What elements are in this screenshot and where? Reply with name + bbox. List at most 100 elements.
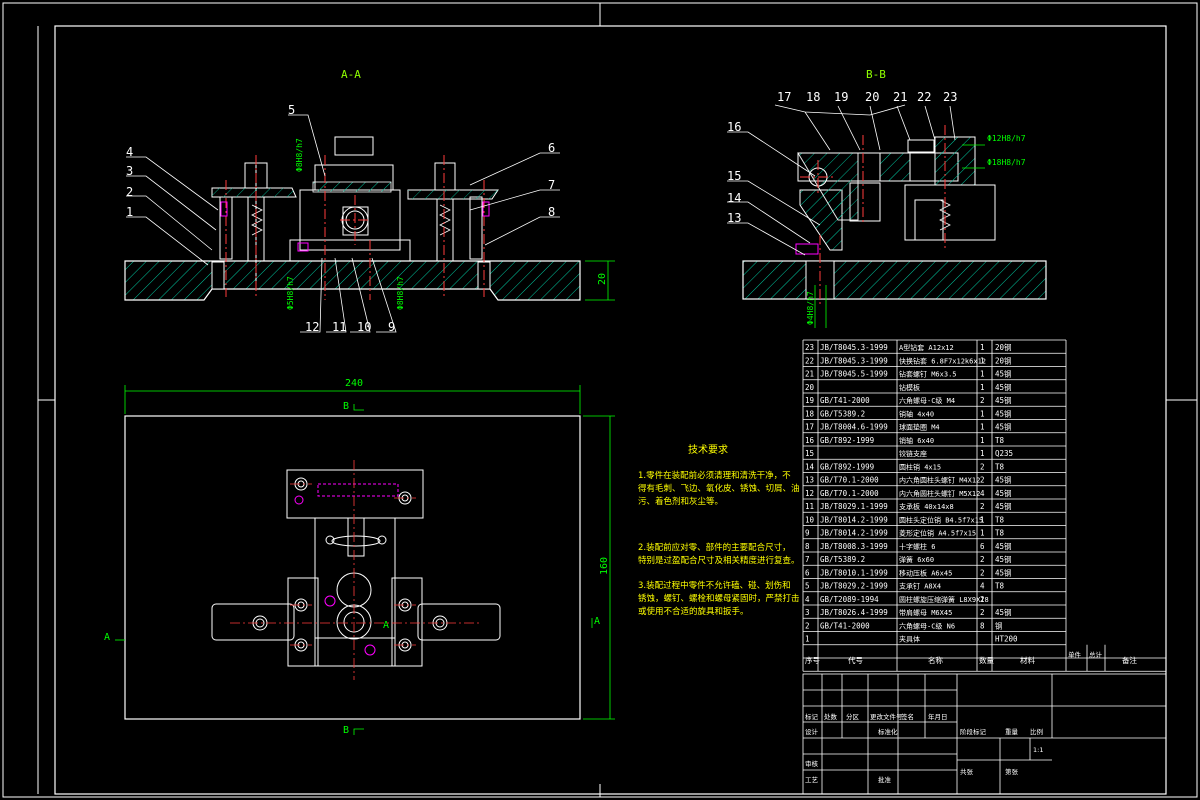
bom-header-index: 序号 xyxy=(805,655,820,665)
callout-21: 21 xyxy=(893,90,907,104)
bom-header-code: 代号 xyxy=(848,655,863,665)
bom-cell-qty: 2 xyxy=(980,476,985,485)
bom-cell-material: 45钢 xyxy=(995,554,1012,564)
bom-cell-code: GB/T41-2000 xyxy=(820,621,870,630)
callout-13: 13 xyxy=(727,211,741,225)
bom-cell-name: 铰链支座 xyxy=(899,449,927,458)
bom-cell-material: 45钢 xyxy=(995,382,1012,392)
bom-cell-material: T8 xyxy=(995,582,1005,591)
bom-cell-qty: 1 xyxy=(980,343,985,352)
callout-8: 8 xyxy=(548,205,555,219)
bom-cell-index: 1 xyxy=(805,635,810,644)
bom-cell-material: 45钢 xyxy=(995,422,1012,432)
bom-cell-index: 5 xyxy=(805,582,810,591)
bom-cell-name: 六角螺母-C级 M4 xyxy=(899,396,955,405)
bom-cell-name: 圆柱销 4x15 xyxy=(899,462,941,471)
callout-10: 10 xyxy=(357,320,371,334)
bom-cell-material: 45钢 xyxy=(995,475,1012,485)
bom-cell-name: 移动压板 A6x45 xyxy=(899,568,952,577)
tb-label-5: 年月日 xyxy=(928,712,948,721)
bom-cell-qty: 2 xyxy=(980,462,985,471)
bom-cell-code: JB/T8010.1-1999 xyxy=(820,568,888,577)
bom-cell-material: 20钢 xyxy=(995,342,1012,352)
bom-cell-name: 支承钉 A8X4 xyxy=(899,582,941,591)
base-plate xyxy=(124,260,581,301)
bom-cell-name: 球面垫圈 M4 xyxy=(899,423,940,432)
tech-req-line: 或使用不合适的旋具和扳手。 xyxy=(638,606,749,617)
bom-cell-material: 45钢 xyxy=(995,395,1012,405)
bom-cell-index: 6 xyxy=(805,568,810,577)
bom-cell-name: 钻套螺钉 M6x3.5 xyxy=(899,370,957,379)
tb-label-9: 重量 xyxy=(1005,728,1019,736)
tb-label-3: 更改文件号 xyxy=(870,712,903,721)
bom-cell-name: 圆柱螺旋压缩弹簧 L8X9X18 xyxy=(899,595,989,604)
bom-cell-material: 钢 xyxy=(995,620,1003,630)
bom-cell-code: GB/T41-2000 xyxy=(820,396,870,405)
bom-cell-code: GB/T5389.2 xyxy=(820,409,865,418)
tech-req-item-1: 1.零件在装配前必须清理和清洗干净，不得有毛刺、飞边、氧化皮、锈蚀、切屑、油污、… xyxy=(638,470,800,507)
bom-cell-qty: 4 xyxy=(980,489,985,498)
bom-cell-index: 11 xyxy=(805,502,814,511)
bom-cell-code: JB/T8014.2-1999 xyxy=(820,515,888,524)
bom-cell-code: JB/T8029.1-1999 xyxy=(820,502,888,511)
bom-grid xyxy=(802,339,1167,672)
tb-label-10: 比例 xyxy=(1030,727,1043,736)
bom-header-name: 名称 xyxy=(928,655,943,665)
tech-req-item-3: 3.装配过程中零件不允许磕、碰、划伤和锈蚀，螺钉、螺栓和螺母紧固时，严禁打击或使… xyxy=(638,580,800,617)
tb-label-7: 标准化 xyxy=(878,727,898,736)
callout-17: 17 xyxy=(777,90,791,104)
tech-req-title: 技术要求 xyxy=(688,443,728,456)
bom-cell-material: 45钢 xyxy=(995,607,1012,617)
bom-cell-index: 2 xyxy=(805,621,810,630)
bom-cell-material: Q235 xyxy=(995,449,1013,458)
bom-cell-material: 45钢 xyxy=(995,567,1012,577)
width-dim: 240 xyxy=(345,378,363,389)
bom-cell-qty: 2 xyxy=(980,555,985,564)
callout-4: 4 xyxy=(126,145,133,159)
bom-cell-name: 带肩螺母 M6X45 xyxy=(899,608,952,617)
callout-12: 12 xyxy=(305,320,319,334)
section-view-b-b: B-B Φ12H8/h7 Φ18H8/h7 Φ4H8/h7 xyxy=(727,68,1047,328)
bom-cell-qty: 1 xyxy=(980,356,985,365)
bom-cell-code: JB/T8026.4-1999 xyxy=(820,608,888,617)
callout-5: 5 xyxy=(288,103,295,117)
callout-23: 23 xyxy=(943,90,957,104)
bom-cell-code: GB/T70.1-2000 xyxy=(820,489,879,498)
bom-cell-name: 十字螺柱 6 xyxy=(899,542,935,551)
bom-cell-index: 21 xyxy=(805,370,814,379)
bom-header-material: 材料 xyxy=(1020,655,1036,665)
bom-cell-material: 45钢 xyxy=(995,369,1012,379)
bom-cell-code: JB/T8045.3-1999 xyxy=(820,343,888,352)
bom-cell-index: 20 xyxy=(805,383,815,392)
bom-cell-name: 钻模板 xyxy=(899,383,920,392)
tech-req-line: 1.零件在装配前必须清理和清洗干净，不 xyxy=(638,470,791,481)
callout-6: 6 xyxy=(548,141,555,155)
tb-label-11: 审核 xyxy=(805,759,819,768)
bom-cell-code: JB/T8004.6-1999 xyxy=(820,423,888,432)
fit-annot-bb-2: Φ18H8/h7 xyxy=(987,158,1026,167)
bom-header-total-weight: 总计 xyxy=(1089,650,1103,659)
bom-cell-qty: 1 xyxy=(980,409,985,418)
bom-cell-name: 圆柱头定位销 B4.5f7x15 xyxy=(899,515,983,524)
fit-annot-aa-1: Φ8H8/h7 xyxy=(295,138,304,172)
bom-cell-qty: 4 xyxy=(980,582,985,591)
bom-cell-qty: 1 xyxy=(980,449,985,458)
callout-16: 16 xyxy=(727,120,741,134)
tb-label-14: 共张 xyxy=(960,767,974,776)
tech-req-item-2: 2.装配前应对零、部件的主要配合尺寸，特别是过盈配合尺寸及相关精度进行复查。 xyxy=(638,542,800,566)
bom-cell-index: 8 xyxy=(805,542,810,551)
bom-cell-index: 12 xyxy=(805,489,814,498)
bom-cell-qty: 8 xyxy=(980,621,985,630)
bom-cell-index: 9 xyxy=(805,529,810,538)
callout-3: 3 xyxy=(126,164,133,178)
bom-cell-code: GB/T5389.2 xyxy=(820,555,865,564)
bom-cell-name: 内六角圆柱头螺钉 M4X12 xyxy=(899,476,980,485)
tb-label-8: 阶段标记 xyxy=(960,727,987,736)
bom-cell-qty: 1 xyxy=(980,370,985,379)
callout-19: 19 xyxy=(834,90,848,104)
bom-cell-name: 销轴 4x40 xyxy=(899,409,934,418)
title-block: 标记 处数 分区 更改文件号 签名 年月日 设计 标准化 阶段标记 重量 比例 … xyxy=(802,673,1167,795)
bom-cell-name: 内六角圆柱头螺钉 M5X12 xyxy=(899,489,980,498)
